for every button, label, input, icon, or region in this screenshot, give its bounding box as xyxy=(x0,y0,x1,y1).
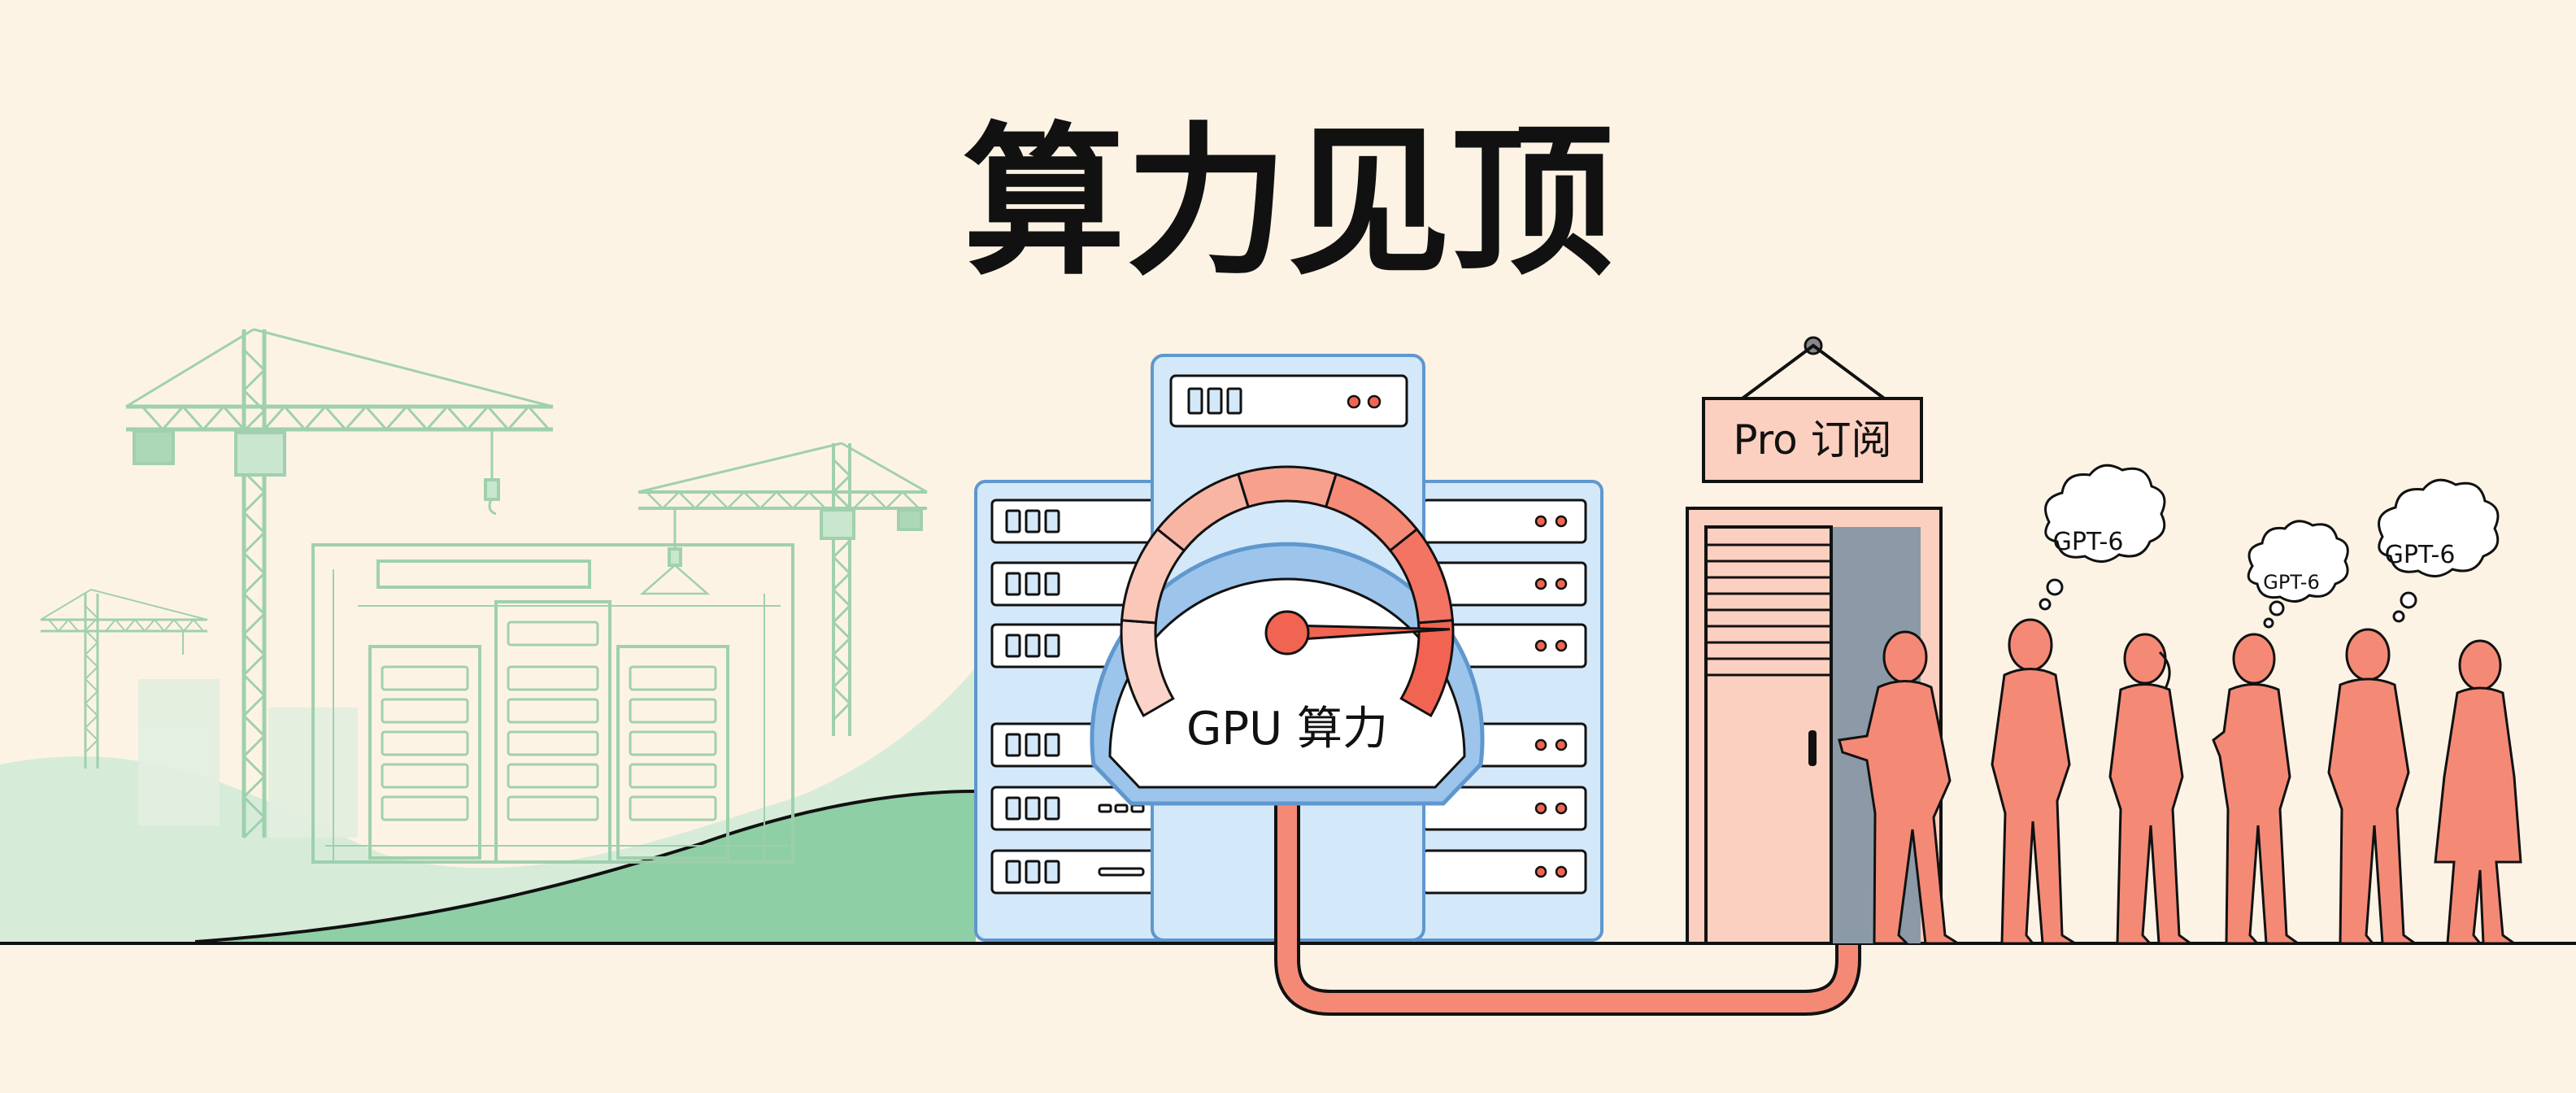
thought-bubble-icon: GPT-6 xyxy=(2247,520,2349,629)
door-vent-slats xyxy=(1706,543,1831,677)
person-icon xyxy=(2327,628,2419,945)
construction-site xyxy=(40,328,928,864)
building-windows xyxy=(381,621,717,821)
pro-subscription-label: Pro 订阅 xyxy=(1733,416,1891,464)
thought-bubble-text: GPT-6 xyxy=(2263,571,2319,594)
gauge-hose-fill xyxy=(1277,791,1858,1012)
gauge-segment xyxy=(1236,465,1338,509)
building-under-construction xyxy=(311,543,794,864)
crane-icon xyxy=(637,442,928,736)
gauge-hub xyxy=(1264,610,1310,655)
thought-bubble-text: GPT-6 xyxy=(2385,541,2456,569)
crane-icon xyxy=(125,328,554,839)
door-panel xyxy=(1704,525,1833,945)
person-icon xyxy=(1991,618,2080,945)
hill-ridge-line xyxy=(194,790,977,943)
center-rack-top-slots xyxy=(1187,387,1242,415)
right-rack-leds xyxy=(1534,515,1568,878)
door-handle xyxy=(1808,730,1817,766)
thought-bubble-icon: GPT-6 xyxy=(2378,478,2500,623)
front-hill xyxy=(195,793,976,943)
person-icon xyxy=(1838,630,1963,945)
thought-bubble-icon: GPT-6 xyxy=(2039,464,2166,611)
page-title: 算力见顶 xyxy=(963,108,1613,298)
green-hills xyxy=(0,667,977,943)
crane-icon xyxy=(40,589,208,769)
person-icon xyxy=(2212,633,2302,945)
gauge-segment xyxy=(1399,619,1455,718)
person-icon xyxy=(2108,633,2195,945)
gauge-label: GPU 算力 xyxy=(1186,703,1388,756)
person-icon xyxy=(2434,639,2522,945)
gauge-needle xyxy=(1264,610,1451,655)
pro-subscription-sign xyxy=(1702,397,1923,483)
background-building-block xyxy=(138,679,220,825)
sign-string xyxy=(1738,343,1888,402)
queue xyxy=(1838,618,2522,945)
thought-bubble-text: GPT-6 xyxy=(2053,528,2124,556)
left-rack-drive-slots xyxy=(1005,509,1060,884)
speedometer-icon: GPU 算力 xyxy=(1090,465,1485,806)
gauge-arc-segments xyxy=(1120,465,1455,718)
